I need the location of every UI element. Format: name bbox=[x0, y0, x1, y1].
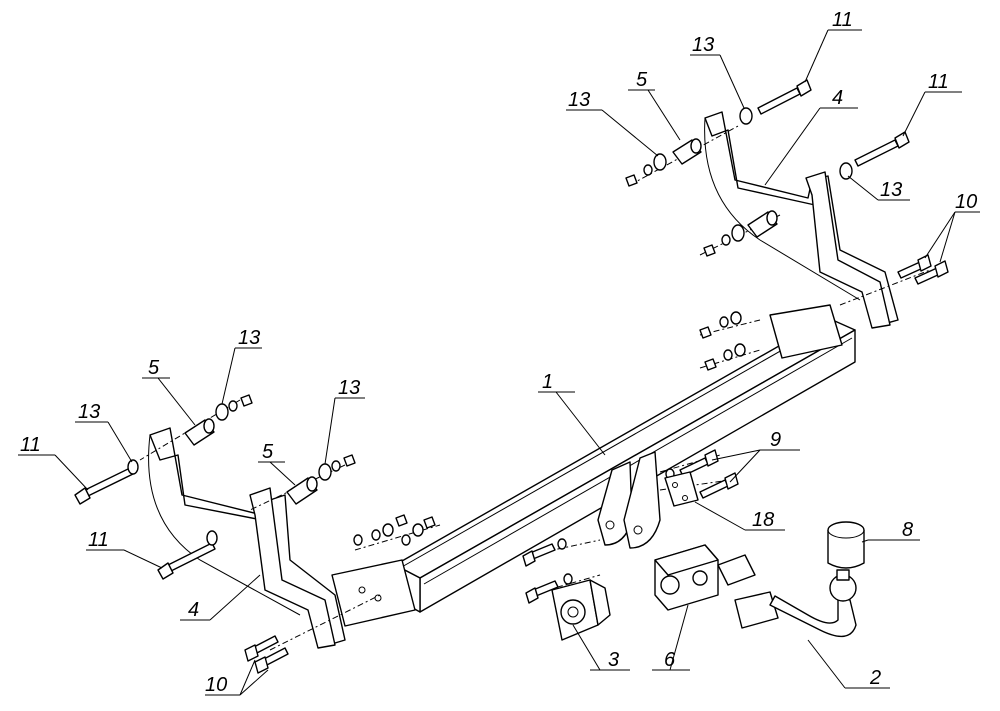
callout-5-left-upper: 5 bbox=[148, 357, 160, 379]
bolt-left-upper bbox=[74, 467, 134, 505]
callout-10-left: 10 bbox=[205, 674, 227, 696]
callout-10-right: 10 bbox=[955, 191, 977, 213]
callout-9: 9 bbox=[770, 429, 781, 451]
socket-plate bbox=[551, 579, 611, 641]
callout-3: 3 bbox=[608, 649, 619, 671]
callout-11-right-top: 11 bbox=[832, 9, 853, 31]
right-bracket-rear bbox=[805, 171, 891, 329]
callout-2: 2 bbox=[869, 667, 881, 689]
spacer-left-lower bbox=[286, 476, 318, 505]
spacer-right-lower bbox=[747, 210, 778, 238]
callout-13-right-left: 13 bbox=[568, 89, 590, 111]
callout-13-middle: 13 bbox=[338, 377, 360, 399]
left-bracket-rear bbox=[249, 487, 336, 649]
callout-5-left-lower: 5 bbox=[262, 441, 274, 463]
bolt-right-upper bbox=[757, 79, 812, 115]
socket-bolts bbox=[522, 538, 573, 604]
callout-labels: 1 2 3 4 4 5 5 5 6 8 9 10 10 11 11 11 11 … bbox=[20, 9, 977, 696]
ball-mount-plates bbox=[597, 451, 661, 549]
bracket-plate-18 bbox=[664, 471, 699, 507]
washers-and-nuts bbox=[127, 107, 853, 546]
spacer-left-upper bbox=[184, 418, 215, 446]
callout-8: 8 bbox=[902, 519, 913, 541]
callout-13-right-top: 13 bbox=[692, 34, 714, 56]
callout-13-left-upper: 13 bbox=[238, 327, 260, 349]
beam-end-plate-left bbox=[331, 559, 416, 627]
bolts-10-right bbox=[897, 254, 949, 285]
callout-5-right: 5 bbox=[636, 69, 648, 91]
leader-lines bbox=[18, 29, 980, 696]
callout-4-left: 4 bbox=[188, 599, 199, 621]
spacer-right-upper bbox=[672, 138, 702, 165]
callout-4-right: 4 bbox=[832, 87, 843, 109]
beam-end-plate-right bbox=[769, 304, 843, 359]
callout-11-left-top: 11 bbox=[20, 434, 41, 456]
bolt-left-lower bbox=[157, 542, 216, 580]
callout-18: 18 bbox=[752, 509, 774, 531]
receiver-box bbox=[654, 544, 756, 611]
ball-cap bbox=[827, 521, 865, 569]
bolts-10-left bbox=[244, 635, 289, 674]
callout-1: 1 bbox=[542, 371, 553, 393]
bolt-right-lower bbox=[854, 131, 910, 167]
callout-6: 6 bbox=[664, 649, 676, 671]
callout-13-right-bracket: 13 bbox=[880, 179, 902, 201]
ball-neck bbox=[734, 569, 857, 638]
callout-13-left-washer: 13 bbox=[78, 401, 100, 423]
callout-11-right-lower: 11 bbox=[928, 71, 949, 93]
callout-11-left-lower: 11 bbox=[88, 529, 109, 551]
